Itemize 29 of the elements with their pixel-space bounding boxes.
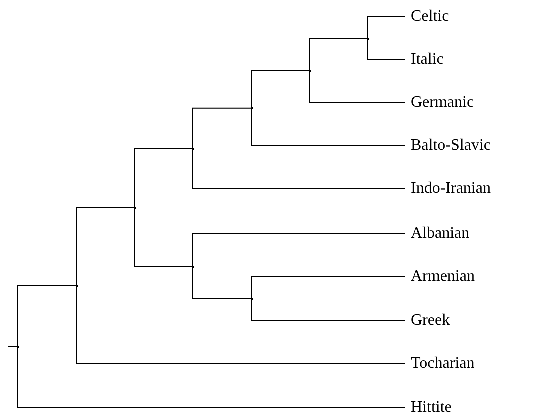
taxon-label: Tocharian — [411, 355, 475, 373]
branch-line — [192, 148, 406, 190]
taxon-label: Balto-Slavic — [411, 137, 491, 155]
taxon-label: Celtic — [411, 8, 450, 26]
branch-line — [252, 70, 310, 109]
branch-line — [252, 276, 406, 300]
branch-line — [192, 108, 252, 150]
taxon-label: Hittite — [411, 399, 452, 417]
taxon-label: Armenian — [411, 268, 475, 286]
branch-line — [368, 38, 406, 60]
branch-line — [368, 16, 406, 39]
branch-line — [134, 148, 194, 208]
branch-line — [252, 298, 406, 322]
branch-line — [192, 234, 406, 267]
branch-line — [8, 346, 18, 348]
taxon-label: Greek — [411, 312, 450, 330]
taxon-label: Italic — [411, 51, 444, 69]
branch-line — [134, 207, 194, 267]
taxon-label: Indo-Iranian — [411, 180, 491, 198]
branch-line — [18, 285, 78, 348]
branch-line — [252, 108, 406, 146]
branch-line — [192, 266, 252, 300]
branch-line — [310, 38, 368, 72]
taxon-label: Germanic — [411, 94, 474, 112]
branch-line — [18, 346, 406, 408]
branch-line — [76, 285, 406, 364]
branch-line — [76, 207, 136, 286]
branch-line — [310, 70, 406, 104]
taxon-label: Albanian — [411, 225, 470, 243]
